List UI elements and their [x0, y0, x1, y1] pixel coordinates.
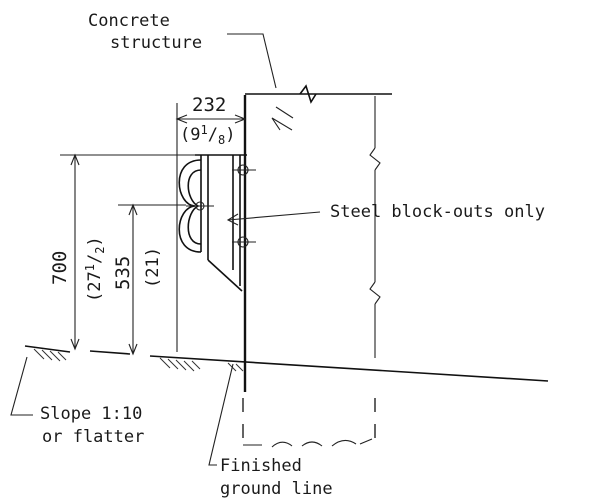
rail-height-dimension	[118, 203, 186, 356]
blockouts-label: Steel block-outs only	[330, 202, 545, 222]
text-labels: Concrete structure 232 (91/8) 700 (271/2…	[40, 11, 545, 499]
height-mm-label: 700	[49, 251, 71, 285]
rail-inch-label: (21)	[143, 247, 163, 288]
rail-mm-label: 535	[112, 256, 134, 290]
bolt-top	[232, 164, 256, 176]
height-inch-label: (271/2)	[83, 236, 107, 302]
leader-lines	[10, 33, 321, 466]
width-dimension	[175, 103, 247, 352]
ground-line	[24, 345, 549, 382]
concrete-structure	[243, 84, 392, 392]
concrete-label-line1: Concrete	[88, 11, 170, 31]
steel-blockout	[195, 154, 247, 292]
bolt-middle	[186, 201, 214, 211]
width-mm-label: 232	[192, 94, 226, 116]
width-inch-label: (91/8)	[180, 123, 235, 147]
bolts	[186, 164, 256, 248]
slope-label-line1: Slope 1:10	[40, 404, 142, 424]
bolt-bottom	[232, 236, 256, 248]
ground-label-line1: Finished	[220, 456, 302, 476]
buried-footing	[242, 398, 376, 448]
height-dimension	[60, 153, 195, 351]
slope-label-line2: or flatter	[42, 427, 144, 447]
concrete-label-line2: structure	[110, 33, 202, 53]
ground-label-line2: ground line	[220, 479, 333, 499]
